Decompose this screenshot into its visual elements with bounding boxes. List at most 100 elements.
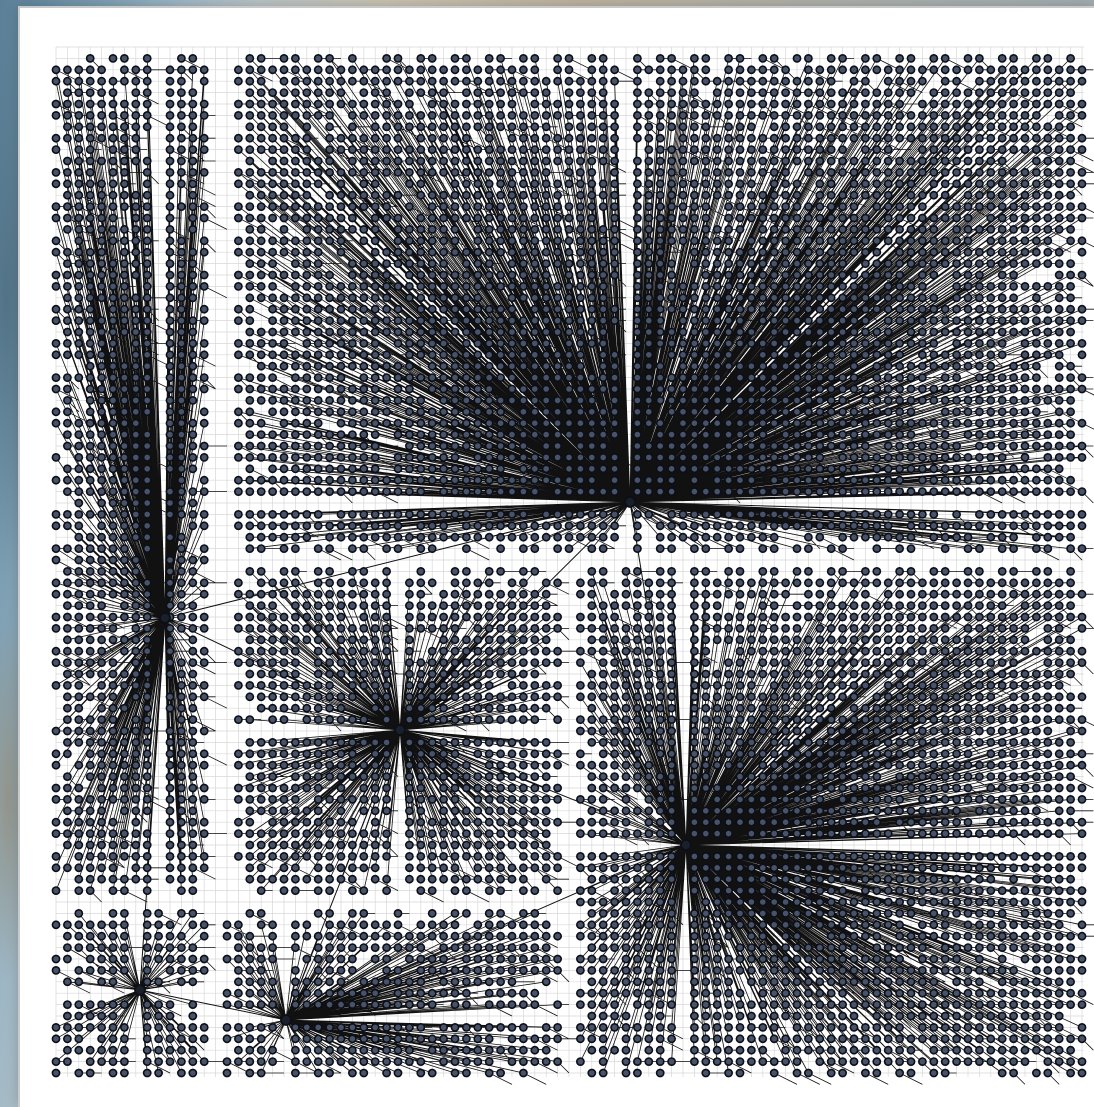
graph-node [189, 807, 196, 814]
graph-node [885, 306, 892, 313]
graph-node [987, 602, 994, 609]
graph-node [839, 682, 846, 689]
graph-node [930, 351, 937, 358]
graph-node [588, 739, 595, 746]
graph-node [235, 454, 242, 461]
graph-node [714, 294, 721, 301]
graph-node [75, 522, 82, 529]
graph-node [326, 328, 333, 335]
graph-node [942, 431, 949, 438]
graph-node [144, 602, 151, 609]
graph-node [497, 693, 504, 700]
graph-node [372, 180, 379, 187]
graph-node [953, 283, 960, 290]
graph-node [372, 294, 379, 301]
graph-node [520, 716, 527, 723]
graph-node [782, 226, 789, 233]
graph-node [554, 784, 561, 791]
graph-node [1067, 431, 1074, 438]
graph-node [987, 477, 994, 484]
graph-node [976, 682, 983, 689]
graph-node [1067, 294, 1074, 301]
graph-node [850, 636, 857, 643]
graph-node [1021, 135, 1028, 142]
graph-node [315, 431, 322, 438]
graph-node [64, 135, 71, 142]
graph-node [793, 511, 800, 518]
graph-node [885, 271, 892, 278]
graph-node [1033, 169, 1040, 176]
graph-node [554, 203, 561, 210]
graph-node [816, 249, 823, 256]
graph-node [372, 385, 379, 392]
graph-node [816, 591, 823, 598]
graph-node [87, 454, 94, 461]
graph-node [315, 625, 322, 632]
graph-node [736, 271, 743, 278]
graph-node [793, 157, 800, 164]
graph-node [565, 340, 572, 347]
graph-node [554, 442, 561, 449]
graph-node [75, 123, 82, 130]
graph-node [417, 841, 424, 848]
graph-node [474, 283, 481, 290]
graph-node [907, 294, 914, 301]
graph-node [1067, 385, 1074, 392]
graph-node [474, 306, 481, 313]
graph-node [486, 636, 493, 643]
graph-node [543, 328, 550, 335]
graph-node [942, 328, 949, 335]
graph-node [75, 192, 82, 199]
graph-node [634, 568, 641, 575]
graph-node [816, 465, 823, 472]
graph-node [999, 454, 1006, 461]
graph-node [246, 545, 253, 552]
graph-node [144, 670, 151, 677]
graph-node [850, 408, 857, 415]
graph-node [702, 374, 709, 381]
graph-node [189, 613, 196, 620]
graph-node [360, 374, 367, 381]
graph-node [326, 739, 333, 746]
graph-node [109, 112, 116, 119]
graph-node [839, 716, 846, 723]
graph-node [964, 169, 971, 176]
graph-node [75, 135, 82, 142]
graph-node [679, 180, 686, 187]
graph-node [166, 260, 173, 267]
graph-node [953, 408, 960, 415]
graph-node [303, 89, 310, 96]
graph-node [850, 648, 857, 655]
graph-node [942, 705, 949, 712]
graph-node [953, 591, 960, 598]
graph-node [189, 762, 196, 769]
graph-node [508, 169, 515, 176]
graph-node [246, 385, 253, 392]
graph-node [360, 420, 367, 427]
graph-node [417, 294, 424, 301]
graph-node [349, 169, 356, 176]
graph-node [896, 271, 903, 278]
graph-node [771, 534, 778, 541]
graph-node [999, 442, 1006, 449]
graph-node [748, 123, 755, 130]
graph-node [611, 705, 618, 712]
graph-node [121, 180, 128, 187]
graph-node [600, 237, 607, 244]
graph-node [429, 682, 436, 689]
graph-node [645, 351, 652, 358]
graph-node [87, 146, 94, 153]
graph-node [531, 602, 538, 609]
graph-node [463, 522, 470, 529]
graph-node [1033, 591, 1040, 598]
graph-node [235, 100, 242, 107]
graph-node [714, 283, 721, 290]
graph-node [942, 214, 949, 221]
graph-node [1044, 328, 1051, 335]
graph-node [600, 363, 607, 370]
graph-node [303, 773, 310, 780]
graph-node [349, 796, 356, 803]
graph-node [1021, 613, 1028, 620]
graph-node [850, 727, 857, 734]
graph-node [486, 602, 493, 609]
